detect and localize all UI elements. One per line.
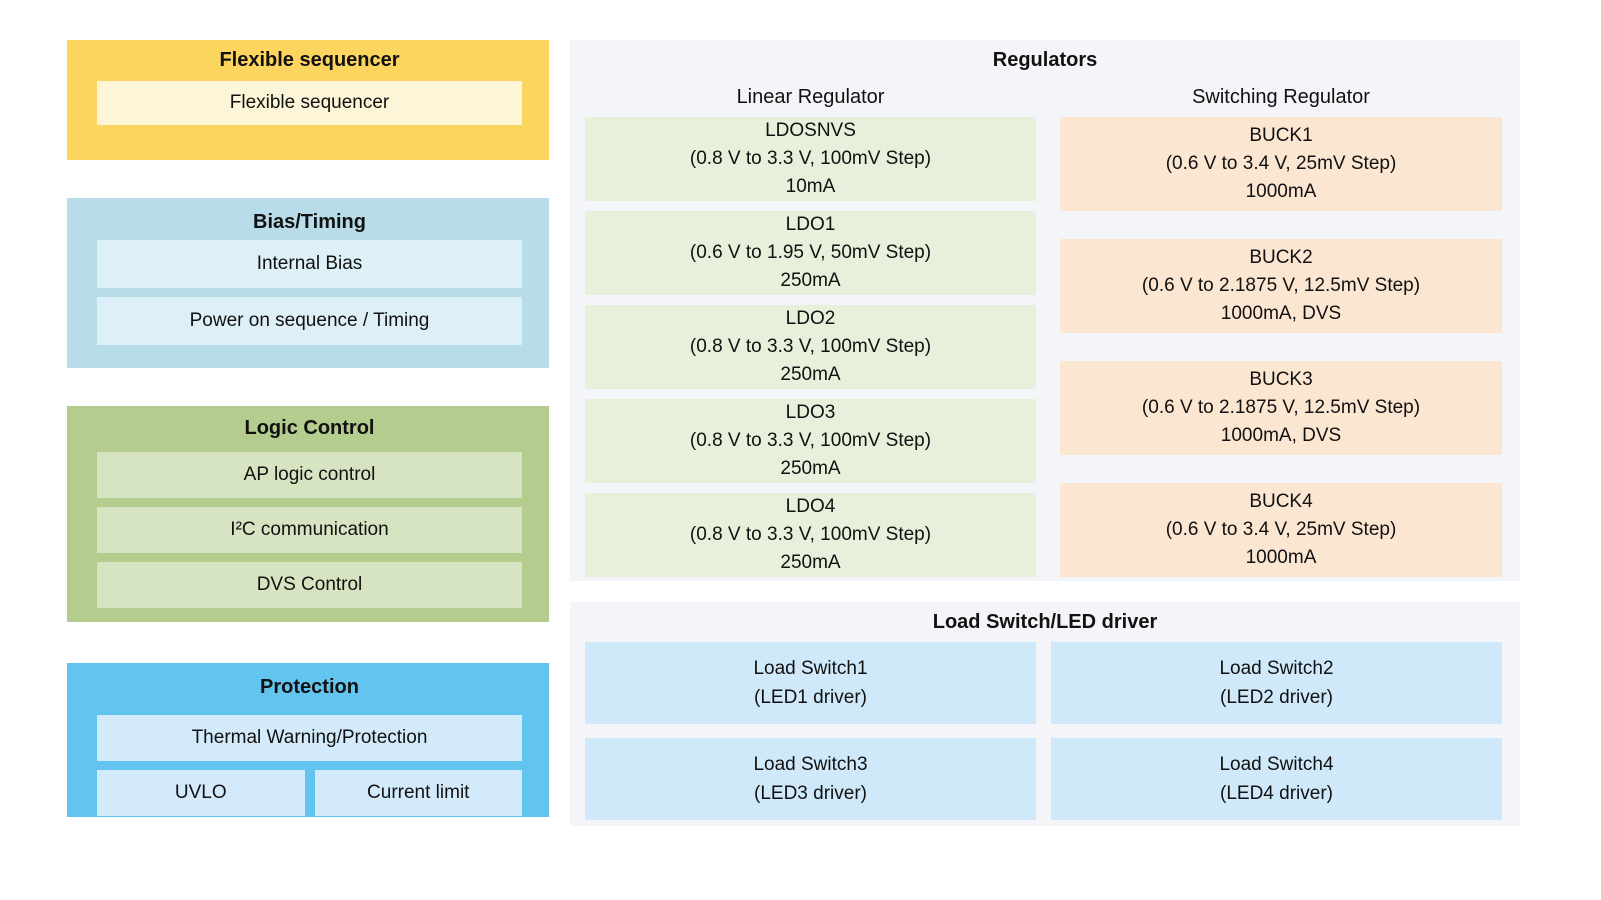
ap-logic-control-cell: AP logic control	[97, 452, 522, 498]
load-switch-name: Load Switch4	[1219, 754, 1334, 775]
regulator-current: 250mA	[780, 552, 841, 573]
load-switch-cell-4: Load Switch4 (LED4 driver)	[1051, 738, 1502, 820]
block-title: Bias/Timing	[253, 211, 366, 233]
load-switch-name: Load Switch1	[753, 658, 868, 679]
regulator-range: (0.8 V to 3.3 V, 100mV Step)	[689, 524, 932, 545]
regulator-name: BUCK2	[1249, 247, 1313, 268]
regulator-current: 250mA	[780, 270, 841, 291]
switching-regulator-header: Switching Regulator	[1192, 86, 1370, 108]
linear-regulator-column: LDOSNVS (0.8 V to 3.3 V, 100mV Step) 10m…	[585, 117, 1036, 577]
block-protection: Protection Thermal Warning/Protection UV…	[67, 663, 549, 817]
load-switch-grid: Load Switch1 (LED1 driver) Load Switch2 …	[585, 642, 1502, 820]
regulator-cell-ldo4: LDO4 (0.8 V to 3.3 V, 100mV Step) 250mA	[585, 493, 1036, 577]
regulator-range: (0.6 V to 3.4 V, 25mV Step)	[1165, 153, 1397, 174]
load-switch-sub: (LED4 driver)	[1220, 783, 1333, 804]
regulator-name: LDO2	[785, 308, 836, 329]
uvlo-cell: UVLO	[97, 770, 305, 816]
block-logic-control: Logic Control AP logic control I²C commu…	[67, 406, 549, 622]
regulator-range: (0.8 V to 3.3 V, 100mV Step)	[689, 430, 932, 451]
protection-split-row: UVLO Current limit	[97, 761, 522, 816]
regulator-cell-ldo1: LDO1 (0.6 V to 1.95 V, 50mV Step) 250mA	[585, 211, 1036, 295]
regulators-title: Regulators	[992, 49, 1098, 71]
load-switch-cell-2: Load Switch2 (LED2 driver)	[1051, 642, 1502, 724]
regulator-range: (0.8 V to 3.3 V, 100mV Step)	[689, 336, 932, 357]
block-title: Logic Control	[244, 417, 375, 439]
regulator-cell-ldo3: LDO3 (0.8 V to 3.3 V, 100mV Step) 250mA	[585, 399, 1036, 483]
power-on-sequence-cell: Power on sequence / Timing	[97, 297, 522, 345]
regulator-name: BUCK1	[1249, 125, 1313, 146]
regulator-current: 1000mA	[1245, 181, 1317, 202]
load-switch-cell-3: Load Switch3 (LED3 driver)	[585, 738, 1036, 820]
load-switch-sub: (LED1 driver)	[754, 687, 867, 708]
flexible-sequencer-cell: Flexible sequencer	[97, 81, 522, 125]
section-load-switch-led-driver: Load Switch/LED driver Load Switch1 (LED…	[570, 602, 1520, 826]
block-title: Protection	[260, 676, 359, 698]
regulator-name: BUCK4	[1249, 491, 1313, 512]
regulator-cell-ldosnvs: LDOSNVS (0.8 V to 3.3 V, 100mV Step) 10m…	[585, 117, 1036, 201]
regulator-cell-buck3: BUCK3 (0.6 V to 2.1875 V, 12.5mV Step) 1…	[1060, 361, 1502, 455]
regulator-current: 250mA	[780, 364, 841, 385]
regulator-current: 250mA	[780, 458, 841, 479]
regulator-range: (0.6 V to 2.1875 V, 12.5mV Step)	[1141, 397, 1421, 418]
regulator-range: (0.6 V to 2.1875 V, 12.5mV Step)	[1141, 275, 1421, 296]
linear-regulator-header: Linear Regulator	[736, 86, 885, 108]
regulator-range: (0.6 V to 1.95 V, 50mV Step)	[689, 242, 932, 263]
regulator-name: BUCK3	[1249, 369, 1313, 390]
load-switch-title: Load Switch/LED driver	[932, 611, 1158, 633]
regulator-cell-buck1: BUCK1 (0.6 V to 3.4 V, 25mV Step) 1000mA	[1060, 117, 1502, 211]
regulator-name: LDO3	[785, 402, 836, 423]
load-switch-name: Load Switch3	[753, 754, 868, 775]
regulator-current: 1000mA	[1245, 547, 1317, 568]
load-switch-sub: (LED2 driver)	[1220, 687, 1333, 708]
internal-bias-cell: Internal Bias	[97, 240, 522, 288]
i2c-communication-cell: I²C communication	[97, 507, 522, 553]
load-switch-name: Load Switch2	[1219, 658, 1334, 679]
current-limit-cell: Current limit	[314, 770, 522, 816]
regulator-range: (0.8 V to 3.3 V, 100mV Step)	[689, 148, 932, 169]
regulator-name: LDO4	[785, 496, 836, 517]
regulator-current: 10mA	[785, 176, 836, 197]
load-switch-cell-1: Load Switch1 (LED1 driver)	[585, 642, 1036, 724]
section-regulators: Regulators Linear Regulator Switching Re…	[570, 40, 1520, 581]
load-switch-sub: (LED3 driver)	[754, 783, 867, 804]
regulator-range: (0.6 V to 3.4 V, 25mV Step)	[1165, 519, 1397, 540]
regulator-current: 1000mA, DVS	[1220, 303, 1342, 324]
regulator-cell-buck2: BUCK2 (0.6 V to 2.1875 V, 12.5mV Step) 1…	[1060, 239, 1502, 333]
regulator-cell-buck4: BUCK4 (0.6 V to 3.4 V, 25mV Step) 1000mA	[1060, 483, 1502, 577]
regulator-name: LDO1	[785, 214, 836, 235]
regulator-current: 1000mA, DVS	[1220, 425, 1342, 446]
regulator-cell-ldo2: LDO2 (0.8 V to 3.3 V, 100mV Step) 250mA	[585, 305, 1036, 389]
regulator-name: LDOSNVS	[765, 120, 856, 141]
dvs-control-cell: DVS Control	[97, 562, 522, 608]
block-flexible-sequencer: Flexible sequencer Flexible sequencer	[67, 40, 549, 160]
block-title: Flexible sequencer	[219, 49, 400, 71]
block-bias-timing: Bias/Timing Internal Bias Power on seque…	[67, 198, 549, 368]
switching-regulator-column: BUCK1 (0.6 V to 3.4 V, 25mV Step) 1000mA…	[1060, 117, 1502, 577]
thermal-warning-cell: Thermal Warning/Protection	[97, 715, 522, 761]
